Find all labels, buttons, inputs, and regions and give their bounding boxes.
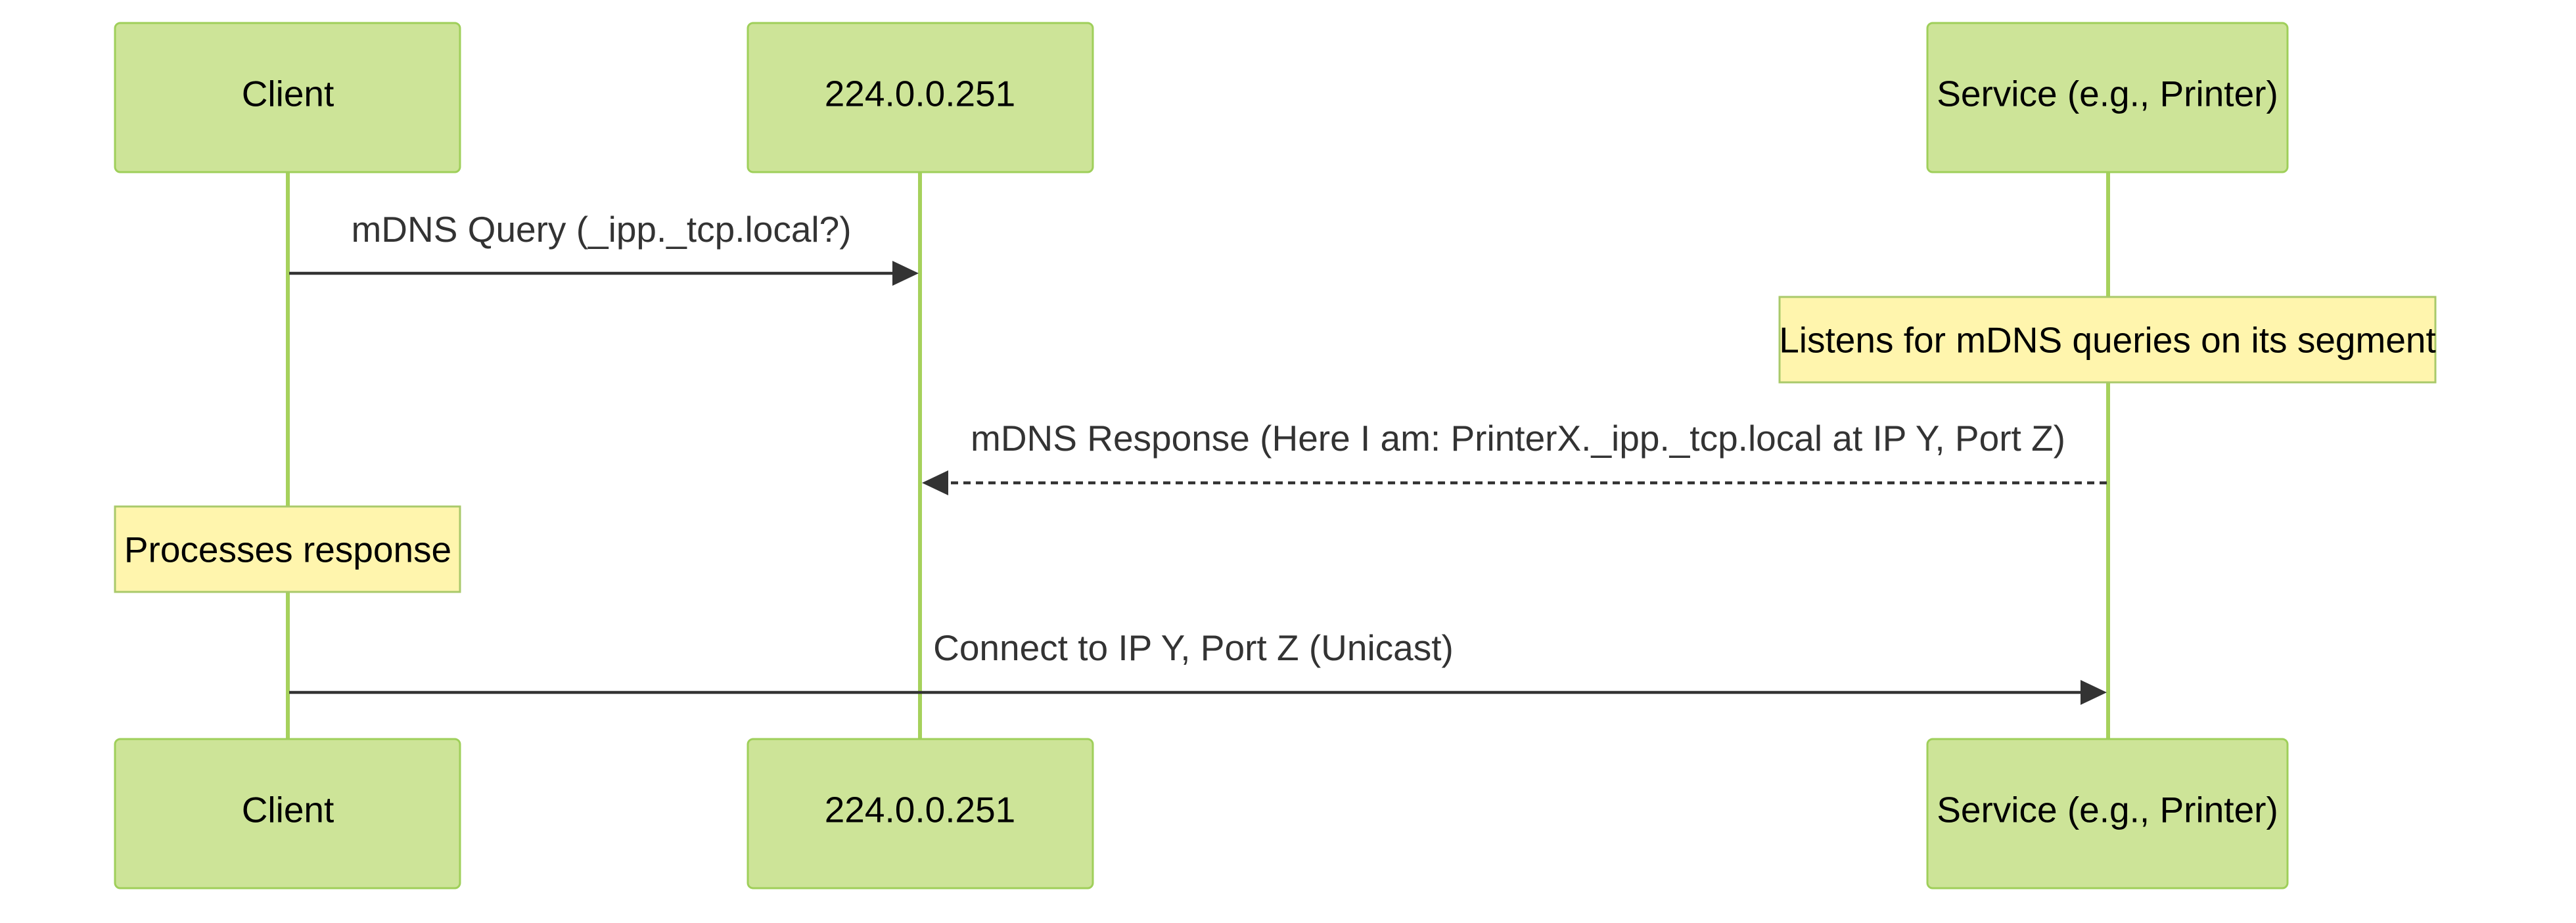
actor-client-top-label: Client: [242, 74, 334, 114]
message-mdns-query-label: mDNS Query (_ipp._tcp.local?): [351, 209, 851, 250]
actor-multicast-bottom-label: 224.0.0.251: [825, 790, 1016, 830]
message-mdns-query: mDNS Query (_ipp._tcp.local?): [289, 209, 919, 286]
message-connect-unicast-label: Connect to IP Y, Port Z (Unicast): [933, 627, 1454, 668]
message-mdns-response-label: mDNS Response (Here I am: PrinterX._ipp.…: [971, 418, 2065, 459]
actor-client-top: Client: [114, 22, 461, 173]
note-service-listens-text: Listens for mDNS queries on its segment: [1779, 320, 2436, 361]
arrowhead-right: [892, 261, 919, 286]
arrowhead-right: [2081, 680, 2107, 705]
message-mdns-response: mDNS Response (Here I am: PrinterX._ipp.…: [922, 418, 2107, 495]
actor-multicast-top: 224.0.0.251: [747, 22, 1094, 173]
message-connect-unicast: Connect to IP Y, Port Z (Unicast): [289, 627, 2107, 705]
note-service-listens: Listens for mDNS queries on its segment: [1778, 296, 2437, 384]
actor-multicast-top-label: 224.0.0.251: [825, 74, 1016, 114]
actor-service-bottom-label: Service (e.g., Printer): [1937, 790, 2278, 830]
actor-client-bottom: Client: [114, 738, 461, 889]
actor-service-top: Service (e.g., Printer): [1926, 22, 2289, 173]
arrowhead-left: [922, 470, 948, 495]
actor-service-top-label: Service (e.g., Printer): [1937, 74, 2278, 114]
note-client-processes: Processes response: [114, 505, 461, 593]
actor-service-bottom: Service (e.g., Printer): [1926, 738, 2289, 889]
actor-multicast-bottom: 224.0.0.251: [747, 738, 1094, 889]
note-client-processes-text: Processes response: [124, 529, 451, 570]
actor-client-bottom-label: Client: [242, 790, 334, 830]
